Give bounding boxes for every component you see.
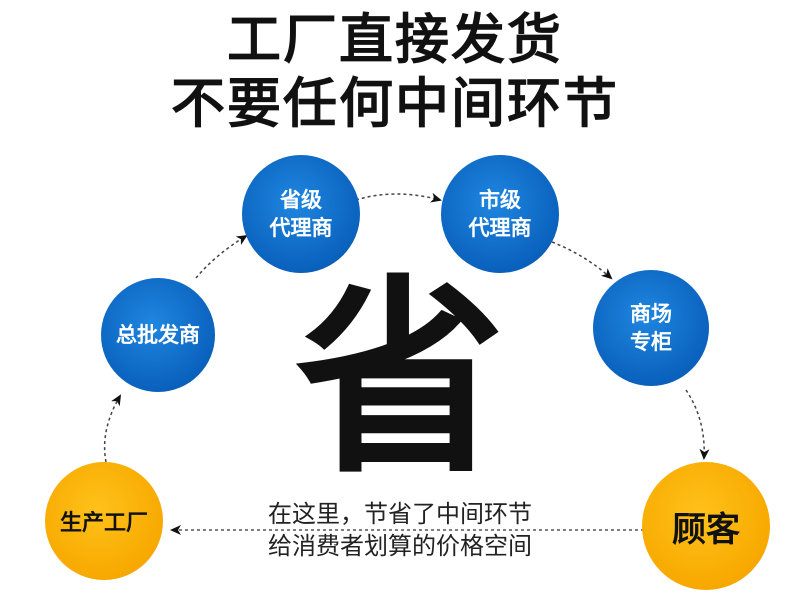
savings-note-line-1: 在这里，节省了中间环节 [240, 499, 560, 529]
connector-wholesaler-to-province [195, 234, 248, 279]
node-city-label-2: 代理商 [468, 216, 532, 240]
center-save-character: 省 [294, 257, 505, 502]
node-mall-label-1: 商场 [630, 302, 672, 326]
node-province-agent: 省级 代理商 [242, 155, 360, 273]
connector-factory-to-wholesaler [103, 394, 122, 463]
savings-note-line-2: 给消费者划算的价格空间 [240, 531, 560, 561]
node-mall-label-2: 专柜 [630, 330, 672, 354]
headline-line-1: 工厂直接发货 [227, 8, 563, 71]
headline-line-2: 不要任何中间环节 [171, 72, 619, 135]
node-province-label-2: 代理商 [269, 216, 333, 240]
node-province-label-1: 省级 [280, 188, 322, 212]
node-wholesaler-label: 总批发商 [116, 323, 200, 347]
node-mall-counter: 商场 专柜 [593, 270, 709, 386]
node-wholesaler: 总批发商 [101, 278, 215, 392]
node-city-agent: 市级 代理商 [441, 155, 559, 273]
node-city-label-1: 市级 [479, 188, 521, 212]
connector-city-to-mall [551, 241, 613, 280]
node-customer: 顾客 [642, 462, 770, 590]
connector-province-to-city [355, 192, 442, 203]
node-customer-label: 顾客 [672, 509, 740, 550]
node-factory: 生产工厂 [45, 462, 163, 580]
node-factory-label: 生产工厂 [59, 511, 148, 536]
connector-mall-to-customer [685, 389, 710, 460]
